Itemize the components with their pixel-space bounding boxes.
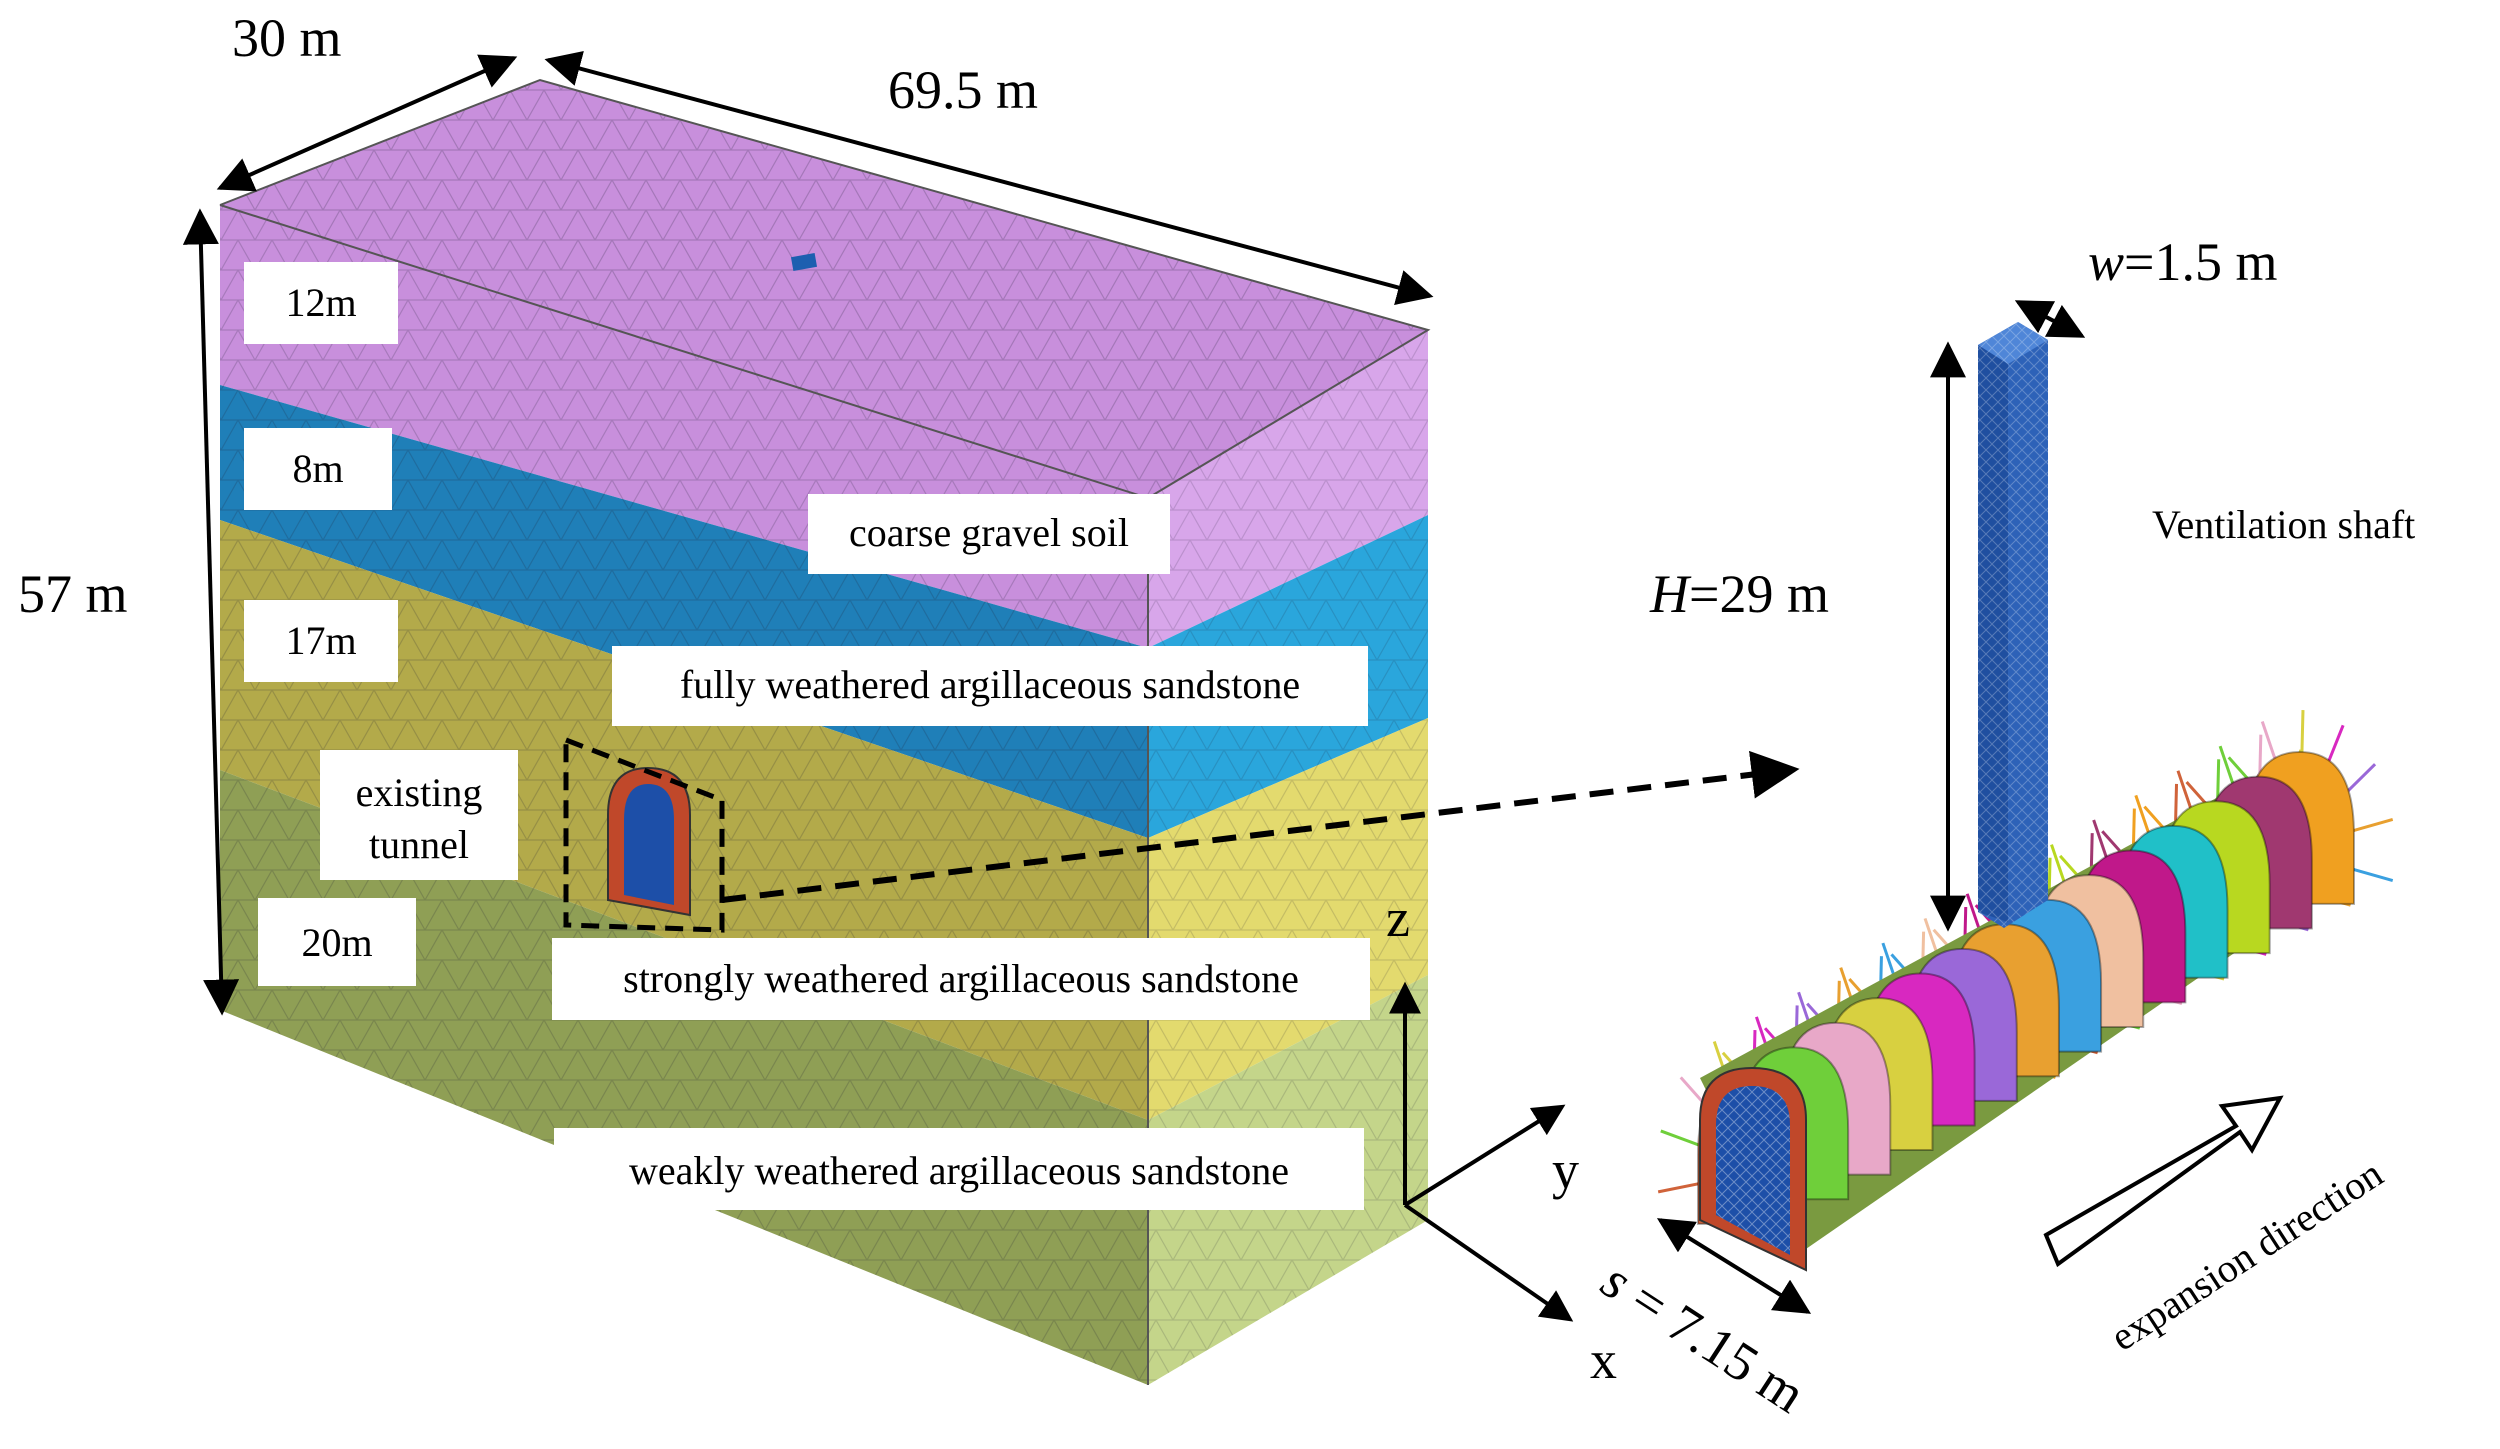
y-axis-label: y <box>1552 1140 1579 1200</box>
detail-model <box>1657 322 2394 1272</box>
existing-tunnel-label-line2: tunnel <box>369 822 469 867</box>
layer-label-fully-weathered: fully weathered argillaceous sandstone <box>680 662 1300 707</box>
width-dimension-arrow <box>216 54 518 192</box>
existing-tunnel <box>563 736 725 933</box>
height-dimension-label: 57 m <box>18 564 128 624</box>
ventilation-shaft-label: Ventilation shaft <box>2152 502 2415 547</box>
y-axis <box>1403 1104 1566 1207</box>
spacing-value: = 7.15 m <box>1609 1261 1816 1424</box>
width-dimension-label: 30 m <box>232 8 342 68</box>
shaft-width-var: w <box>2088 232 2124 292</box>
layer-labels: coarse gravel soil fully weathered argil… <box>552 494 1370 1210</box>
thickness-label-1: 12m <box>285 280 356 325</box>
shaft-width-arrow <box>2014 300 2086 338</box>
x-axis-label: x <box>1590 1330 1617 1390</box>
z-axis-label: z <box>1386 888 1410 948</box>
zoom-arrow <box>721 750 1800 903</box>
x-axis <box>1403 1203 1574 1322</box>
layer-label-weakly-weathered: weakly weathered argillaceous sandstone <box>629 1148 1289 1193</box>
expansion-direction-arrow <box>2043 1095 2284 1268</box>
length-dimension-arrow <box>544 50 1434 306</box>
tunnel-focus-box <box>563 736 725 933</box>
layer-label-strongly-weathered: strongly weathered argillaceous sandston… <box>623 956 1299 1001</box>
thickness-label-2: 8m <box>292 446 343 491</box>
shaft-height-label: H=29 m <box>1649 564 1829 624</box>
coordinate-axes: z y x <box>1386 888 1617 1390</box>
shaft-height-var: H <box>1649 564 1692 624</box>
layer-label-coarse-gravel: coarse gravel soil <box>849 510 1129 555</box>
shaft-width-value: =1.5 m <box>2124 232 2277 292</box>
existing-tunnel-label-line1: existing <box>356 770 483 815</box>
shaft-width-label: w=1.5 m <box>2088 232 2278 292</box>
height-dimension-arrow <box>182 208 240 1016</box>
thickness-label-3: 17m <box>285 618 356 663</box>
shaft-height-value: =29 m <box>1689 564 1829 624</box>
thickness-label-4: 20m <box>301 920 372 965</box>
spacing-label: s = 7.15 m <box>1591 1250 1815 1425</box>
spacing-arrow <box>1656 1218 1812 1314</box>
thickness-labels: 12m 8m 17m 20m <box>244 262 416 986</box>
length-dimension-label: 69.5 m <box>888 60 1038 120</box>
